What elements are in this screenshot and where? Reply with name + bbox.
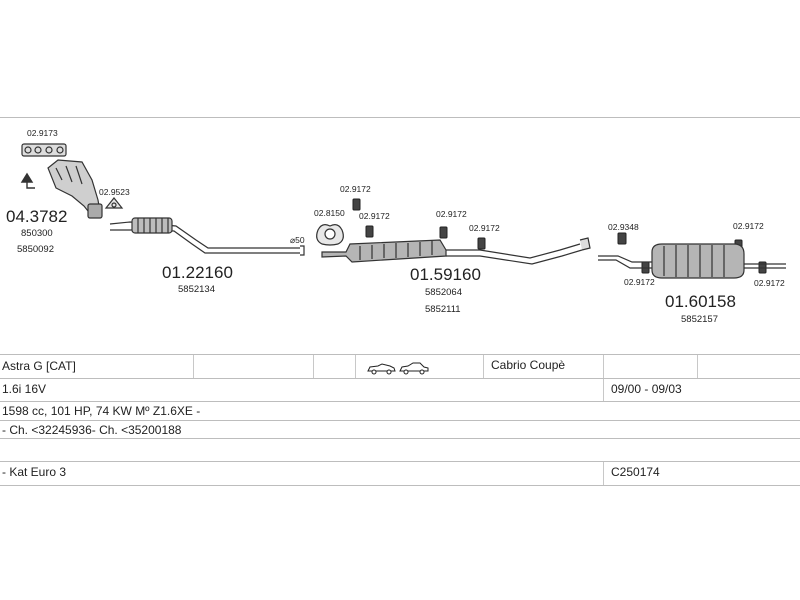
part-code-mount-e: 02.9172 xyxy=(733,221,764,231)
part-code-mount-b: 02.9172 xyxy=(359,211,390,221)
pipe-diameter: ⌀50 xyxy=(290,235,305,245)
rear-silencer xyxy=(598,243,786,279)
part-code-mount-f: 02.9172 xyxy=(624,277,655,287)
top-border xyxy=(0,117,800,118)
catalog-number: C250174 xyxy=(611,465,660,479)
middle-silencer xyxy=(321,237,591,265)
exhaust-system-diagram xyxy=(20,143,786,279)
table-rule-5 xyxy=(0,438,800,439)
part-code-gasket: 02.9173 xyxy=(27,128,58,138)
table-rule-4 xyxy=(0,420,800,421)
part-code-mount-g: 02.9172 xyxy=(754,278,785,288)
part-ref-front-pipe: 5852134 xyxy=(178,284,215,295)
table-rule-7 xyxy=(0,485,800,486)
engine-spec: 1598 cc, 101 HP, 74 KW Mº Z1.6XE - xyxy=(2,404,201,418)
table-col-catalog xyxy=(603,462,604,485)
part-ref-middle-1: 5852064 xyxy=(425,287,462,298)
flange-gasket xyxy=(104,197,124,209)
part-code-mount-c: 02.9172 xyxy=(436,209,467,219)
part-ref-manifold-2: 5850092 xyxy=(17,244,54,255)
part-ref-middle-2: 5852111 xyxy=(425,304,461,315)
table-col-4 xyxy=(483,355,484,378)
production-years: 09/00 - 09/03 xyxy=(611,382,682,396)
part-code-front-pipe: 01.22160 xyxy=(162,263,233,282)
table-rule-2 xyxy=(0,378,800,379)
arrow-icon xyxy=(20,172,35,189)
front-pipe xyxy=(109,217,305,256)
table-col-years xyxy=(603,379,604,401)
table-col-6 xyxy=(697,355,698,378)
table-col-3 xyxy=(355,355,356,378)
table-col-1 xyxy=(193,355,194,378)
model-name: Astra G [CAT] xyxy=(2,359,76,373)
part-code-clamp-a: 02.8150 xyxy=(314,208,345,218)
part-code-rear-silencer: 01.60158 xyxy=(665,292,736,311)
part-code-middle-silencer: 01.59160 xyxy=(410,265,481,284)
table-col-2 xyxy=(313,355,314,378)
pipe-clamp xyxy=(316,224,344,246)
table-col-5 xyxy=(603,355,604,378)
part-ref-rear: 5852157 xyxy=(681,314,718,325)
manifold-gasket xyxy=(21,143,67,157)
chassis-range: - Ch. <32245936- Ch. <35200188 xyxy=(2,423,182,437)
table-rule-6 xyxy=(0,461,800,462)
part-code-mount-d: 02.9172 xyxy=(469,223,500,233)
table-rule-1 xyxy=(0,354,800,355)
part-ref-manifold-1: 850300 xyxy=(21,228,53,239)
exhaust-manifold xyxy=(47,159,103,219)
emission-norm: - Kat Euro 3 xyxy=(2,465,67,479)
engine: 1.6i 16V xyxy=(2,382,47,396)
cabrio-coupe-icon xyxy=(367,362,429,375)
body-type: Cabrio Coupè xyxy=(491,358,566,372)
table-rule-3 xyxy=(0,401,800,402)
part-code-mount-a: 02.9172 xyxy=(340,184,371,194)
part-code-clamp-b: 02.9348 xyxy=(608,222,639,232)
part-code-manifold: 04.3782 xyxy=(6,207,68,226)
part-code-flange-gasket: 02.9523 xyxy=(99,187,130,197)
